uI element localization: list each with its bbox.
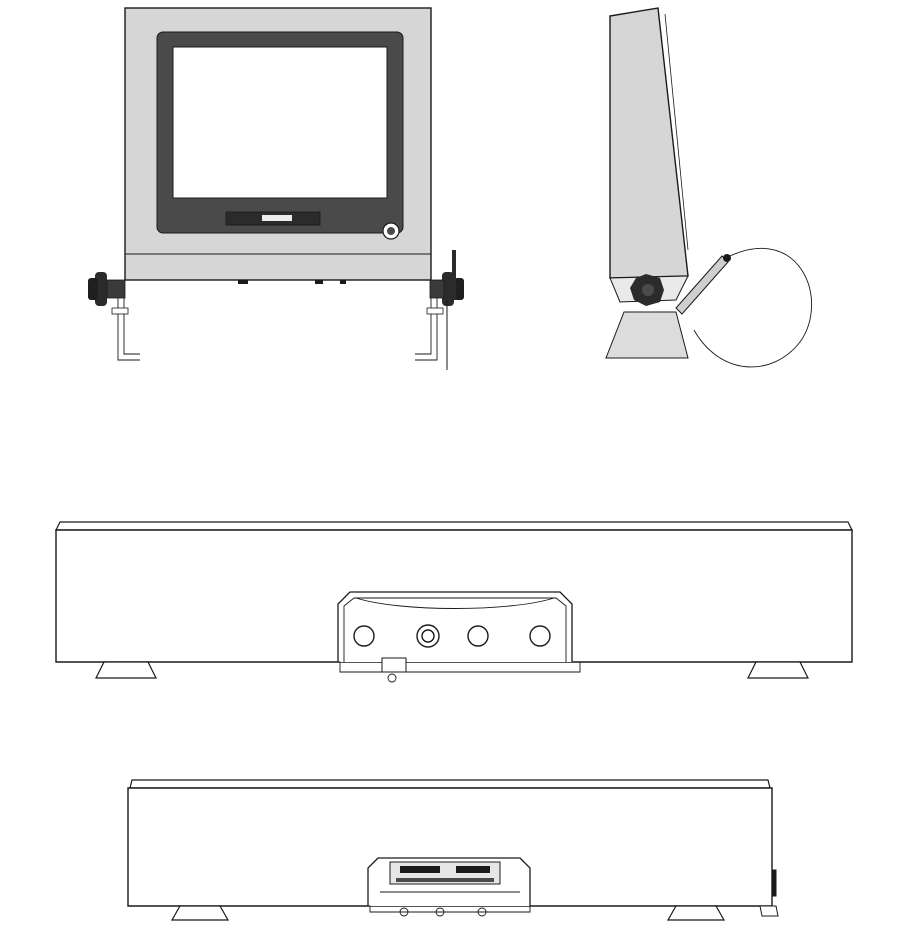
rear-connector-inner: [343, 597, 567, 662]
left-mount-knob: [88, 272, 126, 306]
rear-foot-left: [95, 661, 157, 679]
right-mount-knob: [429, 272, 464, 306]
rear-foot-right: [747, 661, 809, 679]
monitor-side-view: [605, 7, 813, 368]
base-front-view: [127, 779, 779, 921]
left-bracket-clip: [111, 307, 129, 315]
front-mechanism-slot: [456, 866, 490, 873]
rear-port-hole: [467, 625, 489, 647]
rear-top-lip: [55, 521, 853, 531]
base-rear-view: [55, 521, 853, 683]
rear-connector-panel: [337, 591, 573, 662]
front-top-lip: [129, 779, 771, 789]
front-screw: [477, 907, 487, 917]
rear-connector-top-curve: [355, 597, 555, 609]
underside-port: [238, 280, 248, 284]
front-mechanism-bar: [396, 878, 494, 882]
front-foot-left: [170, 905, 230, 921]
underside-port: [340, 280, 346, 284]
side-housing: [609, 7, 689, 279]
side-stand: [605, 311, 689, 359]
side-tether: [693, 248, 813, 368]
front-bottom-plate: [210, 905, 690, 913]
side-pen-tip: [723, 254, 731, 262]
side-pen: [675, 255, 729, 315]
rear-cable-gland: [416, 624, 440, 648]
screen-display: [172, 46, 388, 199]
side-housing-edge: [664, 13, 689, 251]
rear-clip: [381, 657, 407, 673]
stylus-pen: [452, 250, 456, 300]
underside-port: [315, 280, 323, 284]
left-bracket: [117, 298, 140, 361]
rear-port-hole: [529, 625, 551, 647]
rear-port-hole: [353, 625, 375, 647]
front-side-clip: [772, 869, 777, 897]
rear-bottom-plate: [150, 661, 760, 673]
front-side-tab: [759, 905, 779, 917]
front-screw: [399, 907, 409, 917]
front-foot-right: [666, 905, 726, 921]
side-knob: [630, 274, 664, 306]
rear-cable-gland-inner: [421, 629, 435, 643]
monitor-front-view: [88, 7, 464, 370]
front-mechanism-slot: [400, 866, 440, 873]
power-button-center: [387, 227, 395, 235]
rear-clip-screw: [387, 673, 397, 683]
card-slot-opening: [262, 215, 292, 221]
right-bracket: [415, 298, 438, 361]
front-screw: [435, 907, 445, 917]
right-bracket-clip: [426, 307, 444, 315]
